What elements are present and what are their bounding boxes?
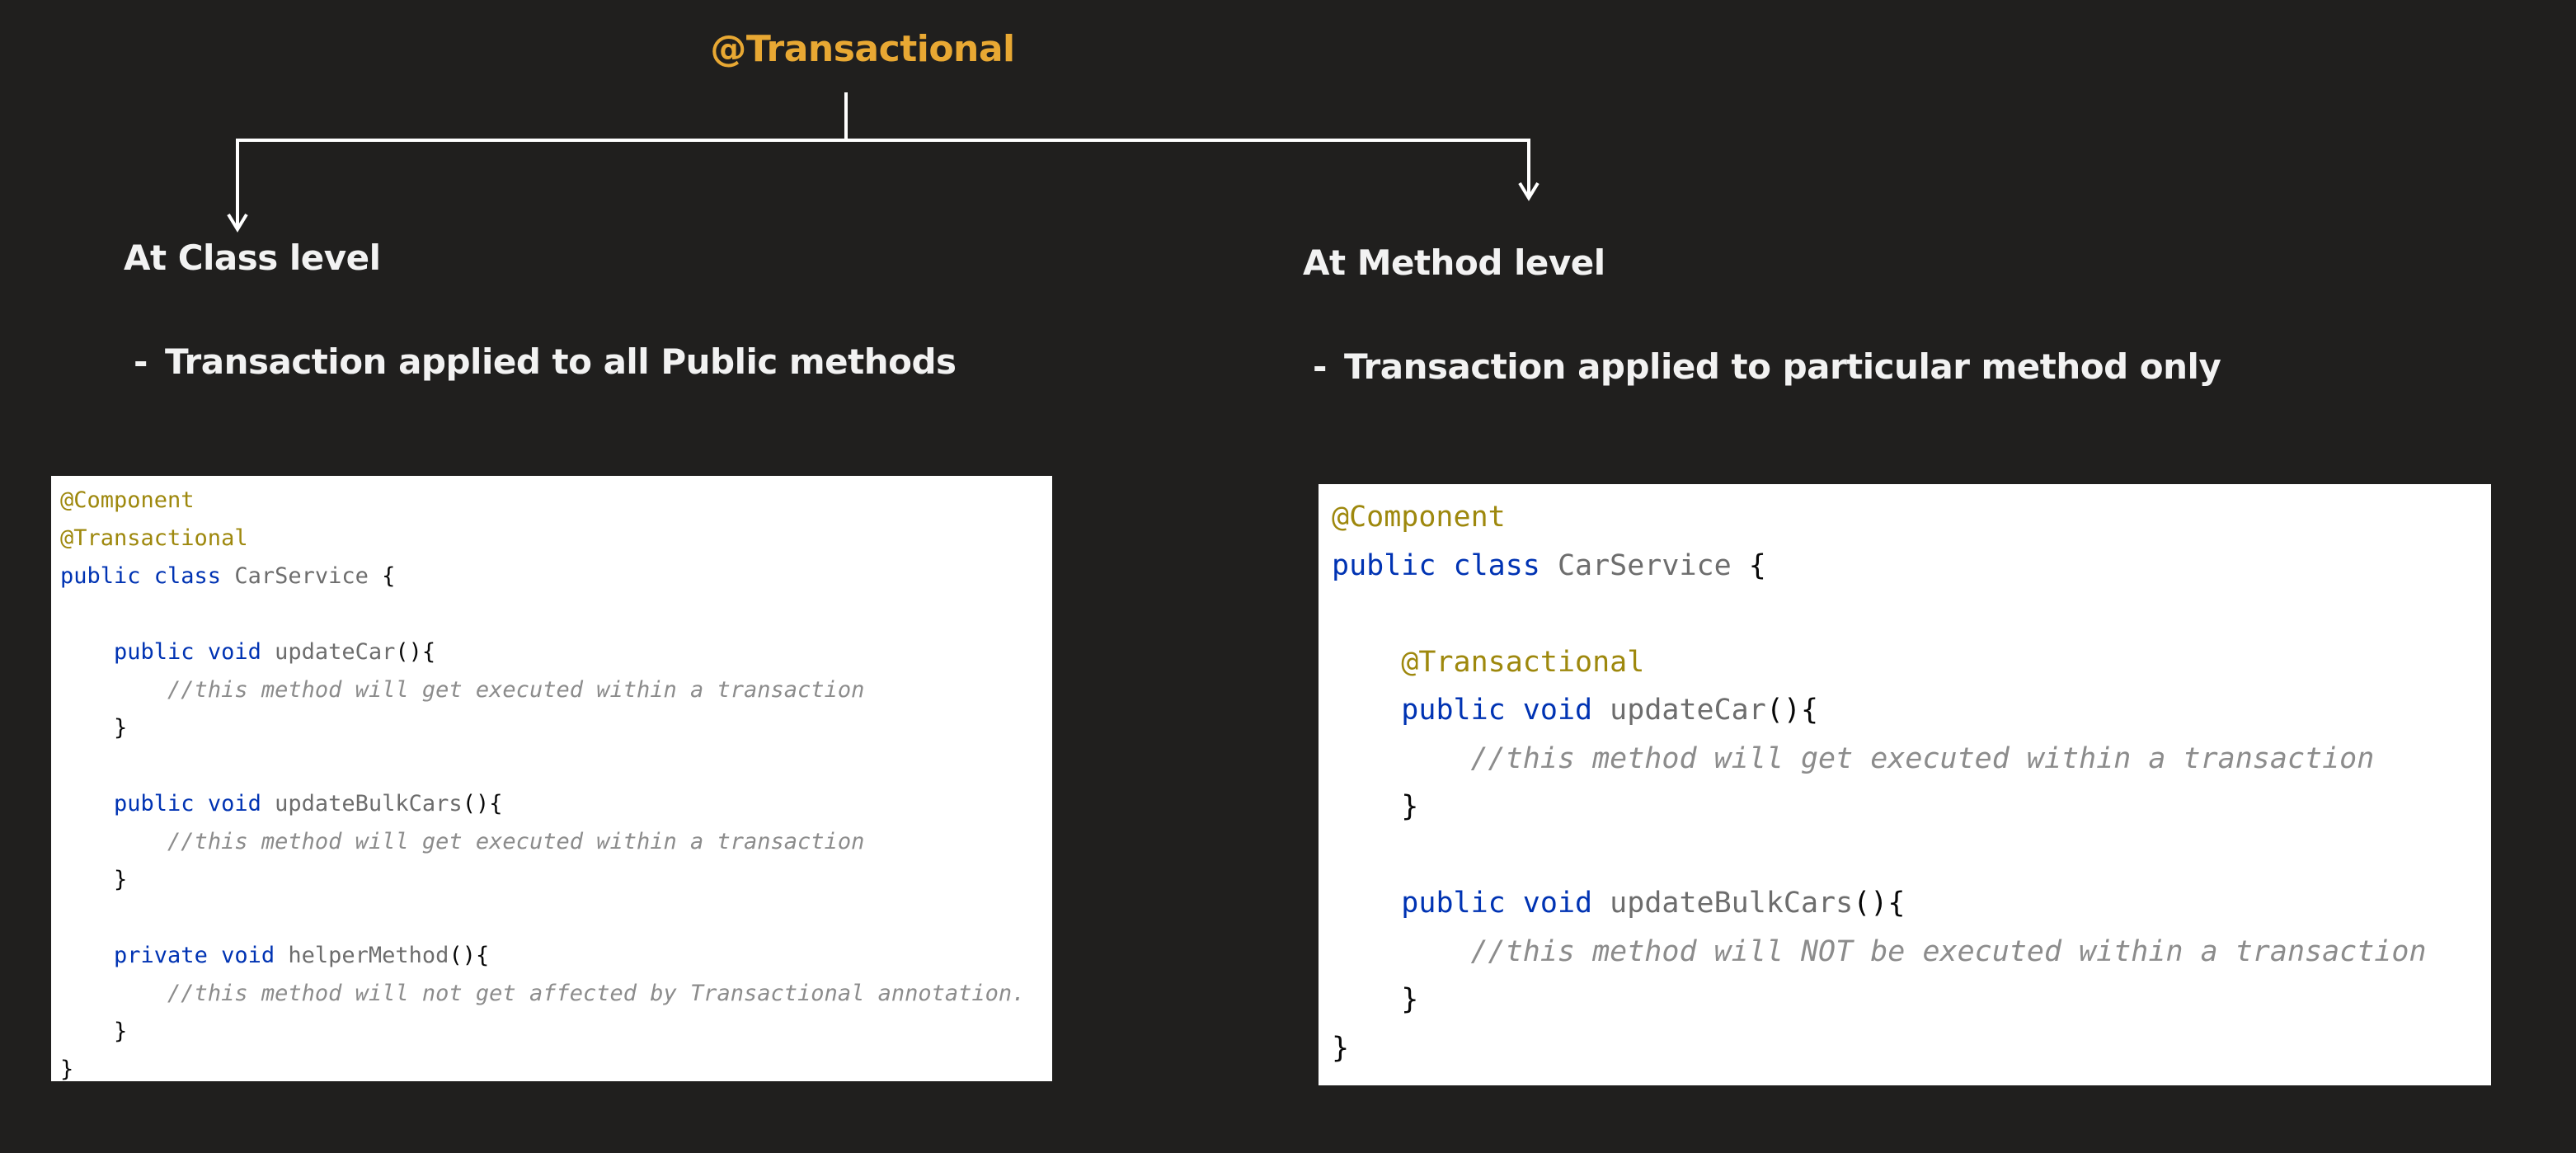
class-level-bullet: -Transaction applied to all Public metho… bbox=[134, 341, 957, 382]
code-comment: //this method will not get affected by T… bbox=[167, 981, 1026, 1006]
code-keyword: public void bbox=[1401, 887, 1610, 920]
code-line: public class CarService { bbox=[1332, 542, 2491, 591]
code-annotation: @Transactional bbox=[60, 525, 248, 551]
code-keyword: public void bbox=[114, 639, 275, 665]
code-annotation: @Component bbox=[60, 487, 195, 513]
code-indent bbox=[1332, 790, 1401, 823]
code-line bbox=[60, 595, 1052, 633]
code-line bbox=[60, 899, 1052, 937]
code-line: @Transactional bbox=[1332, 638, 2491, 687]
method-level-bullet-text: Transaction applied to particular method… bbox=[1344, 346, 2221, 387]
bullet-dash: - bbox=[1313, 346, 1327, 387]
code-line bbox=[60, 747, 1052, 785]
code-line bbox=[1332, 831, 2491, 880]
code-line: @Component bbox=[60, 482, 1052, 520]
code-line: } bbox=[1332, 1024, 2491, 1073]
code-line: } bbox=[1332, 783, 2491, 831]
class-level-code-block: @Component @Transactional public class Car… bbox=[51, 476, 1052, 1082]
code-identifier: helperMethod bbox=[288, 943, 449, 968]
code-line: //this method will not get affected by T… bbox=[60, 975, 1052, 1013]
code-line: } bbox=[60, 1051, 1052, 1089]
code-indent bbox=[60, 791, 114, 817]
code-indent bbox=[60, 867, 114, 892]
code-identifier: CarService bbox=[1557, 548, 1749, 582]
code-keyword: public void bbox=[1401, 694, 1610, 727]
code-punctuation: } bbox=[114, 715, 128, 741]
code-indent bbox=[60, 639, 114, 665]
method-level-heading: At Method level bbox=[1303, 242, 1605, 283]
code-indent bbox=[60, 715, 114, 741]
code-annotation: @Component bbox=[1332, 501, 1506, 534]
right-arrowhead bbox=[1518, 181, 1539, 201]
code-comment: //this method will NOT be executed withi… bbox=[1470, 934, 2427, 968]
code-line: private void helperMethod(){ bbox=[60, 937, 1052, 975]
code-keyword: private void bbox=[114, 943, 289, 968]
code-keyword: public class bbox=[1332, 548, 1558, 582]
code-keyword: public void bbox=[114, 791, 275, 817]
code-punctuation: (){ bbox=[1853, 887, 1906, 920]
code-line: //this method will NOT be executed withi… bbox=[1332, 928, 2491, 977]
left-arrowhead bbox=[227, 213, 248, 233]
code-line: } bbox=[60, 709, 1052, 747]
code-punctuation: } bbox=[1401, 983, 1419, 1016]
method-level-code-block: @Component public class CarService { @Tra… bbox=[1319, 484, 2491, 1085]
code-punctuation: } bbox=[60, 1057, 74, 1082]
code-punctuation: } bbox=[114, 1019, 128, 1044]
code-line bbox=[1332, 590, 2491, 638]
code-comment: //this method will get executed within a… bbox=[167, 829, 865, 854]
class-level-heading: At Class level bbox=[124, 238, 381, 278]
code-identifier: updateCar bbox=[1610, 694, 1766, 727]
code-punctuation: { bbox=[382, 563, 396, 589]
bullet-dash: - bbox=[134, 341, 148, 382]
code-indent bbox=[60, 677, 167, 703]
root-title: @Transactional bbox=[710, 28, 1015, 70]
code-indent bbox=[1332, 646, 1401, 679]
class-level-bullet-text: Transaction applied to all Public method… bbox=[165, 341, 957, 382]
code-line: //this method will get executed within a… bbox=[1332, 735, 2491, 784]
code-annotation: @Transactional bbox=[1401, 645, 1645, 679]
code-indent bbox=[60, 1019, 114, 1044]
code-indent bbox=[1332, 742, 1471, 775]
code-identifier: updateCar bbox=[275, 639, 396, 665]
code-indent bbox=[60, 981, 167, 1006]
code-line: public void updateBulkCars(){ bbox=[1332, 879, 2491, 928]
code-punctuation: (){ bbox=[449, 943, 490, 968]
code-indent bbox=[60, 943, 114, 968]
code-punctuation: } bbox=[1401, 790, 1419, 823]
code-indent bbox=[1332, 887, 1401, 920]
code-punctuation: (){ bbox=[1765, 694, 1819, 727]
code-line: } bbox=[1332, 976, 2491, 1024]
code-comment: //this method will get executed within a… bbox=[167, 677, 865, 703]
code-punctuation: (){ bbox=[462, 791, 503, 817]
code-line: //this method will get executed within a… bbox=[60, 671, 1052, 709]
code-punctuation: { bbox=[1748, 548, 1766, 582]
code-punctuation: (){ bbox=[395, 639, 436, 665]
code-line: public void updateCar(){ bbox=[60, 633, 1052, 671]
code-keyword: public class bbox=[60, 563, 235, 589]
code-indent bbox=[60, 829, 167, 854]
code-identifier: updateBulkCars bbox=[1610, 887, 1854, 920]
code-line: @Component bbox=[1332, 493, 2491, 542]
code-line: //this method will get executed within a… bbox=[60, 823, 1052, 861]
code-line: } bbox=[60, 861, 1052, 899]
code-indent bbox=[1332, 935, 1471, 968]
method-level-bullet: -Transaction applied to particular metho… bbox=[1313, 346, 2221, 387]
code-line: public void updateBulkCars(){ bbox=[60, 785, 1052, 823]
code-comment: //this method will get executed within a… bbox=[1470, 741, 2375, 775]
code-line: } bbox=[60, 1013, 1052, 1051]
code-line: @Transactional bbox=[60, 520, 1052, 558]
code-line: public void updateCar(){ bbox=[1332, 686, 2491, 735]
code-punctuation: } bbox=[1332, 1031, 1350, 1065]
code-identifier: CarService bbox=[234, 563, 383, 589]
code-indent bbox=[1332, 694, 1401, 727]
code-indent bbox=[1332, 983, 1401, 1016]
code-identifier: updateBulkCars bbox=[275, 791, 463, 817]
code-line: public class CarService { bbox=[60, 558, 1052, 595]
code-punctuation: } bbox=[114, 867, 128, 892]
